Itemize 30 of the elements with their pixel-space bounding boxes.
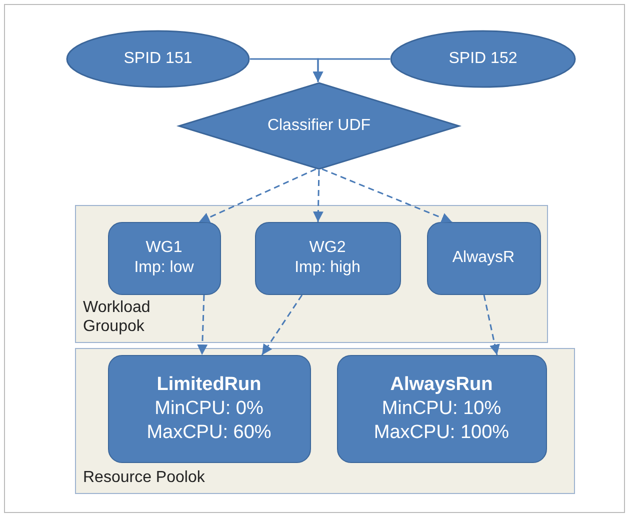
node-title: LimitedRun: [156, 372, 262, 396]
node-text: MinCPU: 10%: [382, 396, 502, 420]
node-title: AlwaysR: [452, 248, 515, 268]
process-box: [336, 354, 546, 462]
process-box: [254, 222, 400, 294]
node-text: MaxCPU: 100%: [374, 420, 510, 444]
process-box: [108, 354, 310, 462]
arrow: [322, 168, 452, 223]
arrow: [197, 294, 208, 356]
process-box: [108, 222, 220, 294]
group-label: Resource Poolok: [83, 468, 206, 487]
node-text: MinCPU: 0%: [154, 396, 264, 420]
process-box: [426, 222, 540, 294]
node-title: Classifier UDF: [267, 116, 371, 136]
arrow: [483, 294, 500, 356]
node-title: WG2: [309, 238, 346, 258]
arrow: [198, 168, 316, 223]
arrow: [261, 294, 303, 356]
arrow: [312, 58, 390, 82]
node-title: SPID 151: [124, 49, 192, 69]
group-label: Workload Groupok: [83, 298, 152, 336]
arrow: [312, 170, 324, 222]
group-container: [75, 205, 548, 343]
node-text: Imp: low: [134, 258, 194, 278]
node-text: MaxCPU: 60%: [146, 420, 272, 444]
node-title: AlwaysRun: [390, 372, 493, 396]
node-text: Imp: high: [294, 258, 360, 278]
node-title: WG1: [146, 238, 182, 258]
node-title: SPID 152: [448, 49, 518, 69]
group-container: [75, 348, 575, 494]
